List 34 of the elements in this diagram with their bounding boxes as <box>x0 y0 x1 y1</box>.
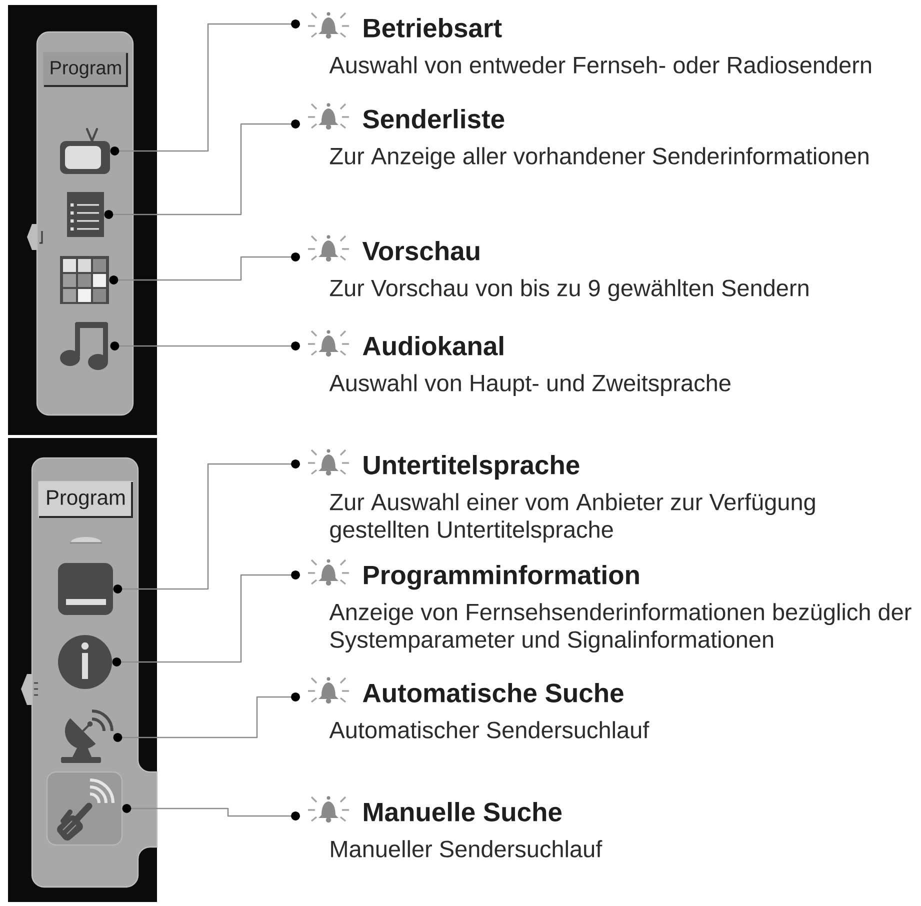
pointing-hand-icon <box>46 771 123 846</box>
subtitle-icon <box>58 562 113 615</box>
leader-line <box>112 570 300 666</box>
program-button: Program <box>43 52 128 88</box>
item-heading: Untertitelsprache <box>364 454 580 480</box>
item-heading: Programminformation <box>364 564 639 590</box>
item-description: Auswahl von entweder Fernseh- oder Radiosendern <box>329 56 871 74</box>
item-description: Automatischer Sendersuchlauf <box>329 721 650 738</box>
music-note-icon <box>60 322 108 370</box>
item-heading: Senderliste <box>362 108 504 128</box>
leader-line <box>110 342 300 350</box>
leader-line <box>113 692 300 742</box>
grid-icon <box>60 256 109 304</box>
info-icon <box>58 634 112 689</box>
item-heading: Vorschau <box>362 240 480 260</box>
item-description: Anzeige von Fernsehsenderinformationen bezüglich der Systemparameter und Signalinformationen <box>329 603 912 653</box>
item-description: Zur Vorschau von bis zu 9 gewählten Sendern <box>330 279 808 302</box>
item-heading: Audiokanal <box>362 336 504 356</box>
item-heading: Betriebsart <box>364 18 502 38</box>
program-button: Program <box>38 481 134 518</box>
item-description: Zur Anzeige aller vorhandener Senderinformationen <box>330 147 868 170</box>
item-description: Manueller Sendersuchlauf <box>331 840 602 858</box>
leader-line <box>110 20 300 156</box>
leader-line <box>104 120 300 219</box>
item-description: Auswahl von Haupt- und Zweitsprache <box>329 374 730 396</box>
satellite-dish-icon <box>61 709 114 763</box>
list-icon <box>67 192 104 237</box>
tv-icon <box>60 128 110 174</box>
item-heading: Manuelle Suche <box>364 802 562 822</box>
leader-line <box>113 460 300 594</box>
leader-line <box>109 252 300 284</box>
leader-line <box>122 804 300 820</box>
item-description: Zur Auswahl einer vom Anbieter zur Verfügung gestellten Untertitelsprache <box>330 493 815 543</box>
item-heading: Automatische Suche <box>362 682 624 702</box>
